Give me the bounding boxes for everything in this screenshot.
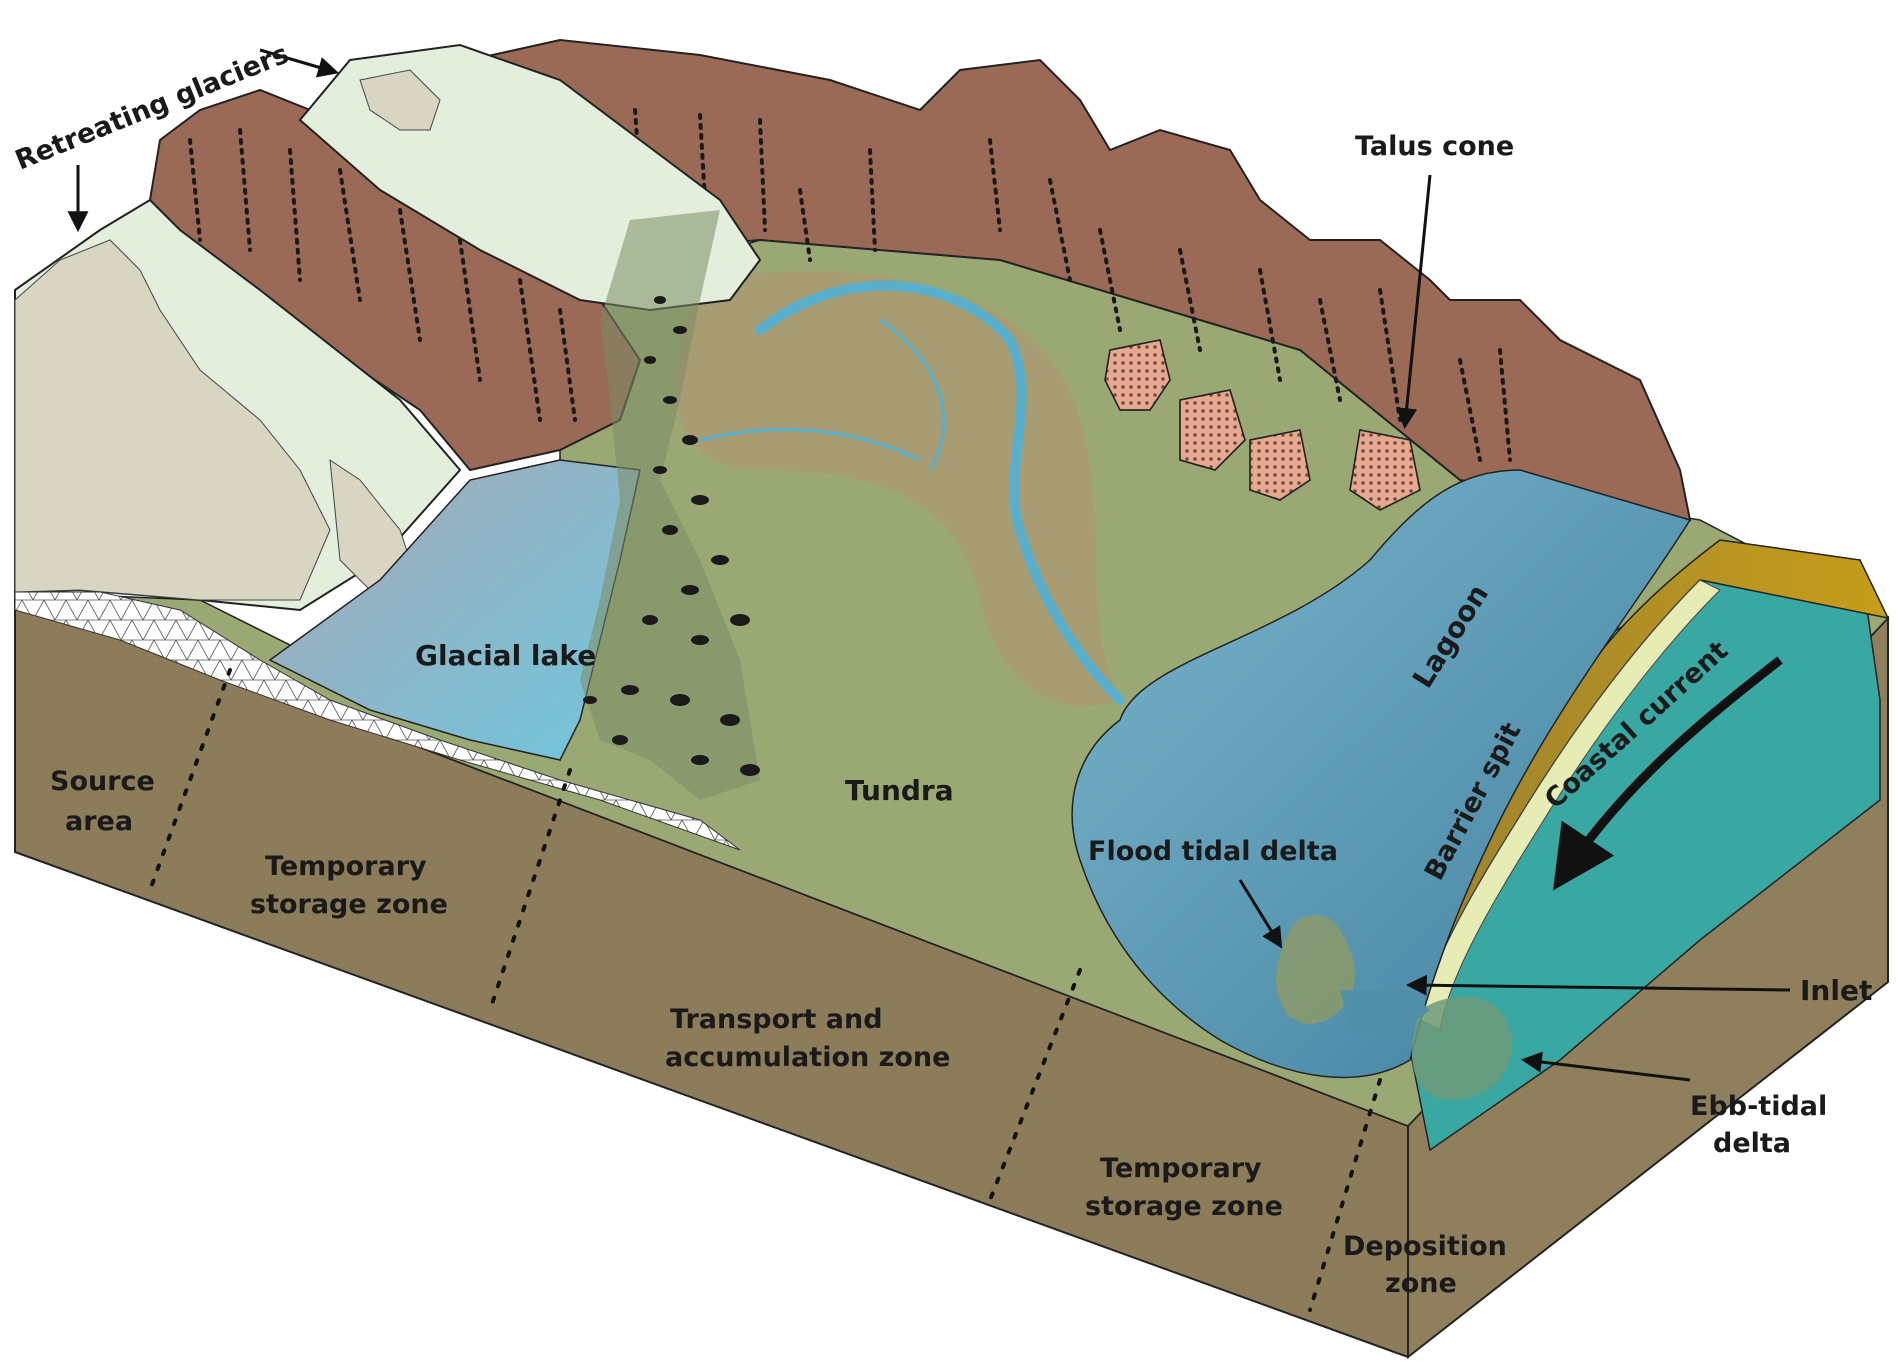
- pebble-band: [580, 210, 760, 800]
- zone-temporary-storage-1b: storage zone: [250, 889, 448, 920]
- zone-temporary-storage-2b: storage zone: [1085, 1191, 1283, 1222]
- label-glacial-lake: Glacial lake: [415, 639, 596, 672]
- arrow-ebb-delta: [1520, 1051, 1691, 1082]
- label-flood-tidal-delta: Flood tidal delta: [1088, 836, 1338, 867]
- lagoon: [1071, 469, 1692, 1079]
- ebb-tidal-delta: [1411, 996, 1512, 1100]
- tidal-inlet: [1340, 990, 1430, 1040]
- flood-tidal-delta: [1275, 915, 1355, 1024]
- till-mesh: [14, 591, 741, 851]
- mountain-ridge: [468, 38, 1692, 522]
- zone-deposition-1: Deposition: [1343, 1231, 1507, 1262]
- arrow-talus: [1396, 174, 1432, 430]
- zone-source-area-1: Source: [50, 766, 155, 797]
- pebble-marks: [583, 296, 760, 776]
- outwash-plain: [675, 271, 1120, 706]
- label-talus-cone: Talus cone: [1355, 131, 1514, 162]
- zone-transport-2: accumulation zone: [665, 1042, 950, 1073]
- arrow-flood-delta: [1238, 879, 1283, 949]
- label-inlet: Inlet: [1800, 974, 1872, 1007]
- zone-deposition-2: zone: [1385, 1268, 1457, 1299]
- meltwater-tributary: [879, 318, 946, 471]
- zone-dividers: [148, 668, 1382, 1312]
- pointer-arrows: [67, 48, 1791, 1082]
- scree-streaks: [188, 108, 1512, 462]
- meltwater-tributary-2: [699, 428, 921, 462]
- zone-transport-1: Transport and: [670, 1004, 883, 1035]
- meltwater-river: [755, 280, 1125, 705]
- label-tundra: Tundra: [845, 774, 954, 807]
- zone-temporary-storage-2a: Temporary: [1100, 1153, 1262, 1184]
- coastal-current-arrow: [1553, 656, 1783, 891]
- label-ebb-tidal-delta-2: delta: [1713, 1128, 1791, 1159]
- arrow-glacier-top: [259, 48, 340, 78]
- talus-cones: [1104, 339, 1421, 511]
- arrow-inlet: [1405, 974, 1791, 996]
- zone-source-area-2: area: [65, 806, 133, 837]
- zone-temporary-storage-1a: Temporary: [265, 851, 427, 882]
- glacier-moraine-top: [359, 69, 441, 131]
- label-ebb-tidal-delta-1: Ebb-tidal: [1690, 1091, 1827, 1122]
